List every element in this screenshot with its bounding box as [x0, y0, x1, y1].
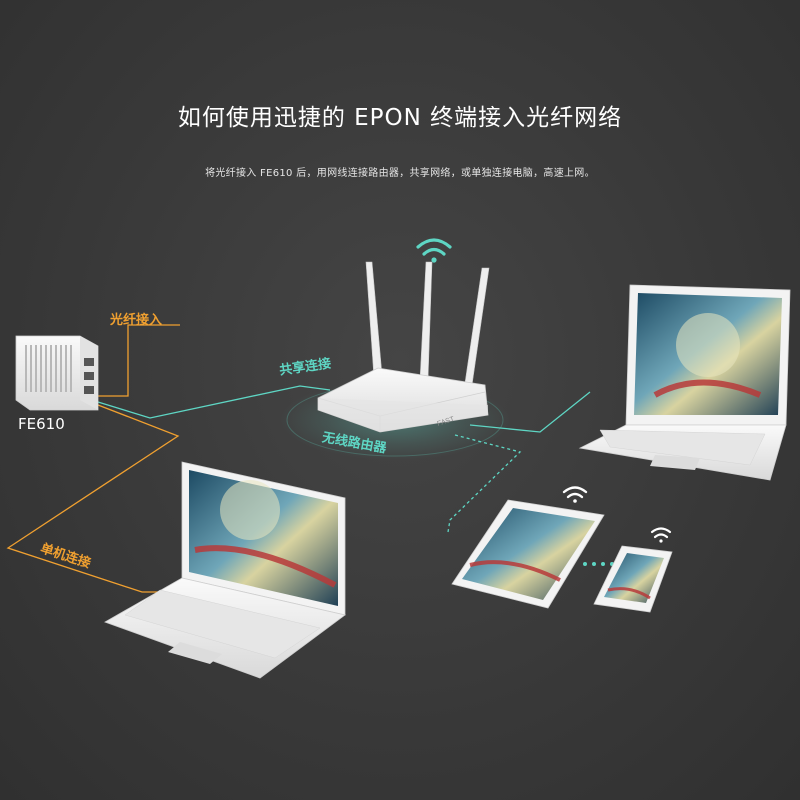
dots-connector	[583, 562, 614, 566]
laptop-icon-left	[104, 461, 346, 679]
phone-wifi-icon	[650, 527, 672, 543]
fiber-line	[96, 324, 180, 397]
laptop-icon-right	[578, 284, 791, 481]
router-icon	[317, 261, 490, 433]
shared-connection-line	[97, 385, 331, 419]
router-tablet-line	[447, 434, 522, 533]
tablet-icon	[451, 499, 605, 609]
label-device-model: FE610	[18, 415, 65, 433]
page-title: 如何使用迅捷的 EPON 终端接入光纤网络	[177, 105, 623, 131]
router-wifi-icon	[416, 238, 452, 263]
tablet-wifi-icon	[562, 486, 588, 503]
phone-icon	[593, 545, 673, 613]
page-subtitle: 将光纤接入 FE610 后，用网线连接路由器，共享网络，或单独连接电脑，高速上网…	[205, 168, 595, 179]
router-laptop-line	[469, 391, 591, 433]
label-fiber-in: 光纤接入	[110, 313, 163, 328]
onu-device-icon	[15, 335, 99, 411]
